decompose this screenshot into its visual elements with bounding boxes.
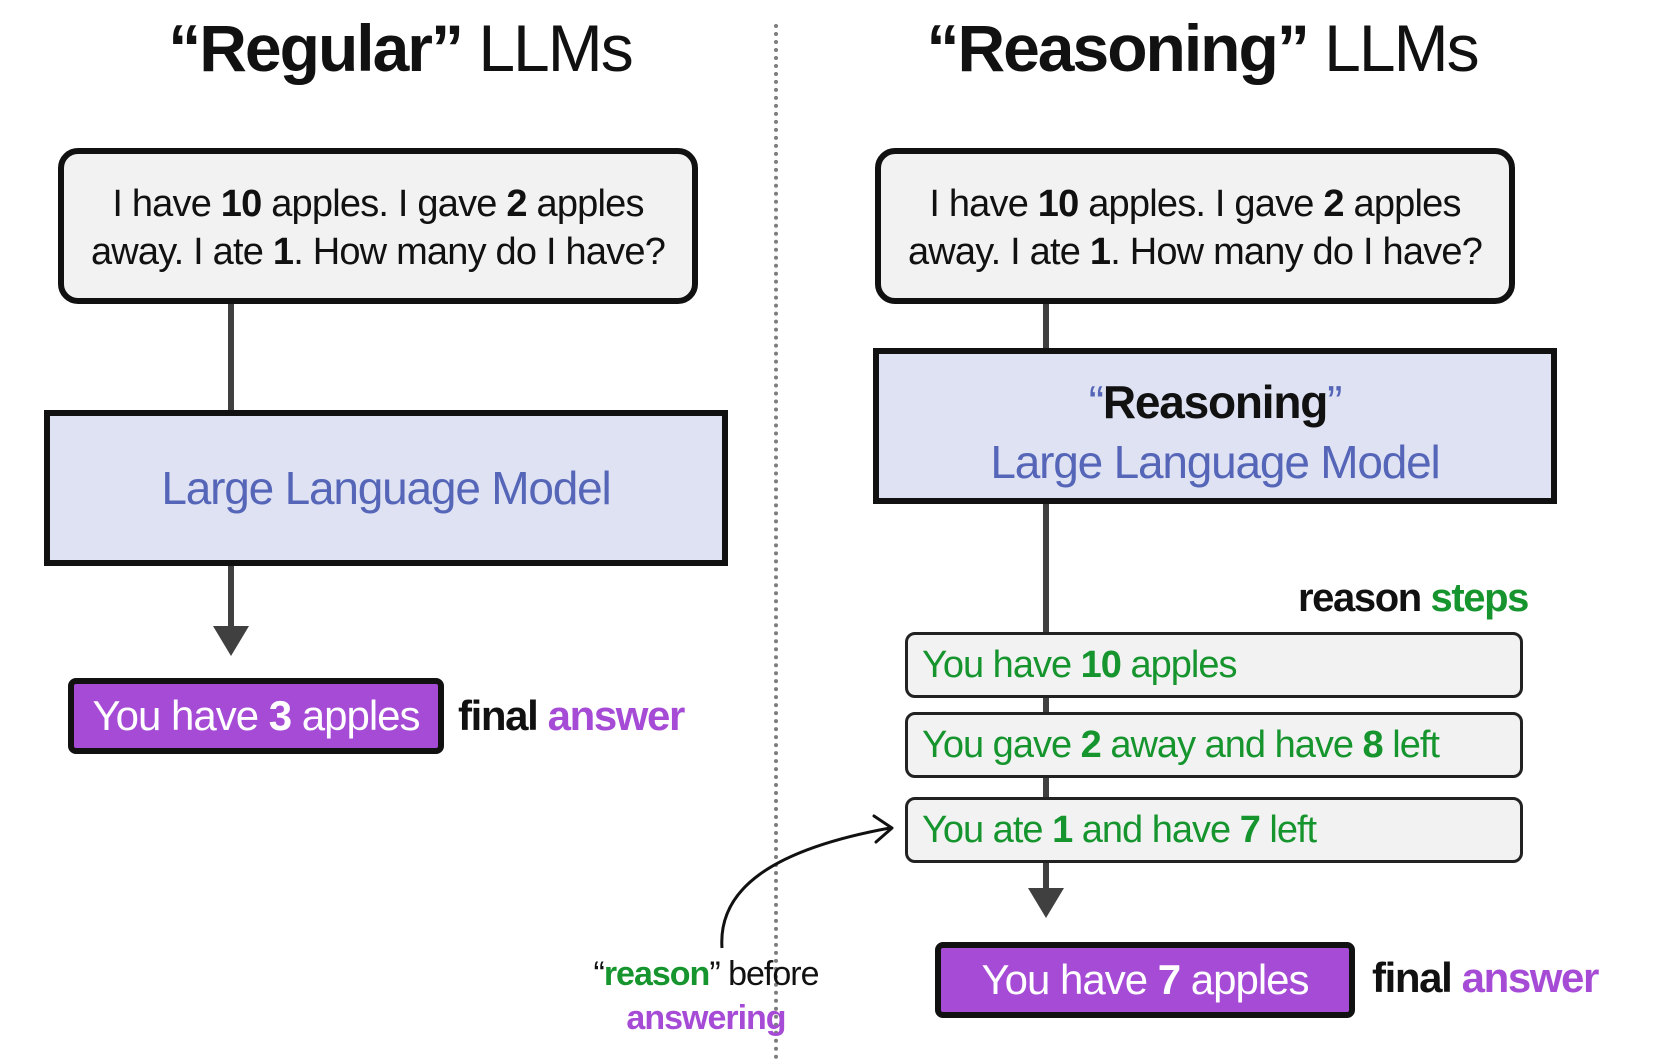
- text: I have: [112, 183, 221, 225]
- reason-steps-label: reason steps: [1298, 570, 1530, 626]
- right-title: “Reasoning” LLMs: [926, 11, 1479, 85]
- number: 2: [506, 183, 527, 225]
- right-model-tag: “Reasoning”: [1088, 376, 1343, 428]
- text: You have: [981, 956, 1158, 1003]
- text: and have: [1072, 809, 1240, 851]
- text: final: [458, 692, 548, 739]
- number: 1: [272, 231, 294, 273]
- text: answer: [1461, 954, 1600, 1001]
- number: 2: [1080, 724, 1102, 766]
- right-arrowhead-icon: [1028, 888, 1064, 918]
- left-prompt-box: I have 10 apples. I gave 2 apples away. …: [58, 148, 698, 304]
- text: You ate: [922, 809, 1053, 851]
- text: left: [1382, 724, 1440, 766]
- text: apples: [1180, 956, 1310, 1003]
- text: . How many do I have?: [1110, 231, 1483, 273]
- annotation-line1: “reason” before: [576, 952, 836, 996]
- text: away. I ate: [90, 231, 273, 273]
- reason-step-1: You have 10 apples: [905, 632, 1523, 698]
- left-title: “Regular” LLMs: [168, 11, 633, 85]
- right-prompt-line2: away. I ate 1. How many do I have?: [881, 228, 1509, 276]
- left-answer-box: You have 3 apples: [68, 678, 444, 754]
- text: ” before: [709, 955, 819, 993]
- text: left: [1259, 809, 1317, 851]
- right-model-box: “Reasoning” Large Language Model: [873, 348, 1557, 504]
- text: away. I ate: [907, 231, 1090, 273]
- text: apples: [526, 183, 645, 225]
- number: 8: [1362, 724, 1384, 766]
- left-model-box: Large Language Model: [44, 410, 728, 566]
- number: 7: [1157, 956, 1181, 1003]
- text: . How many do I have?: [293, 231, 666, 273]
- left-final-answer-label: final answer: [458, 688, 686, 744]
- number: 2: [1323, 183, 1344, 225]
- left-title-rest: LLMs: [478, 11, 633, 85]
- text: answer: [547, 692, 686, 739]
- text: apples: [1120, 644, 1237, 686]
- text: away and have: [1100, 724, 1363, 766]
- text: “: [593, 955, 604, 993]
- text: final: [1372, 954, 1462, 1001]
- right-final-answer-label: final answer: [1372, 950, 1600, 1006]
- text: I have: [929, 183, 1038, 225]
- left-model-name: Large Language Model: [161, 462, 611, 514]
- number: 7: [1239, 809, 1261, 851]
- right-connector-top: [1043, 304, 1049, 350]
- text: apples: [291, 692, 421, 739]
- left-prompt-line2: away. I ate 1. How many do I have?: [64, 228, 692, 276]
- text: apples. I gave: [1078, 183, 1324, 225]
- curved-arrow-icon: [720, 814, 894, 949]
- number: 10: [1037, 183, 1079, 225]
- text: You have: [922, 644, 1081, 686]
- column-divider: [774, 24, 778, 1060]
- number: 10: [1080, 644, 1122, 686]
- text: reason: [1298, 576, 1431, 620]
- right-prompt-line1: I have 10 apples. I gave 2 apples: [881, 180, 1509, 228]
- reason-before-answering-note: “reason” before answering: [576, 952, 836, 1040]
- right-answer-box: You have 7 apples: [935, 942, 1355, 1018]
- text: apples: [1343, 183, 1462, 225]
- number: 3: [268, 692, 292, 739]
- text: You gave: [922, 724, 1081, 766]
- left-title-quoted: Regular: [199, 11, 433, 85]
- text: reason: [603, 955, 710, 993]
- text: steps: [1430, 576, 1530, 620]
- text: Reasoning: [1102, 376, 1329, 428]
- left-prompt-line1: I have 10 apples. I gave 2 apples: [64, 180, 692, 228]
- left-connector-top: [228, 304, 234, 412]
- annotation-line2: answering: [626, 999, 786, 1037]
- right-title-quoted: Reasoning: [957, 11, 1278, 85]
- number: 1: [1052, 809, 1073, 851]
- text: apples. I gave: [261, 183, 507, 225]
- text: You have: [92, 692, 269, 739]
- number: 1: [1089, 231, 1111, 273]
- reason-step-3: You ate 1 and have 7 left: [905, 797, 1523, 863]
- left-arrowhead-icon: [213, 626, 249, 656]
- right-title-rest: LLMs: [1324, 11, 1479, 85]
- right-prompt-box: I have 10 apples. I gave 2 apples away. …: [875, 148, 1515, 304]
- number: 10: [220, 183, 262, 225]
- reason-step-2: You gave 2 away and have 8 left: [905, 712, 1523, 778]
- left-connector-bottom: [228, 566, 234, 628]
- right-model-name: Large Language Model: [990, 436, 1440, 488]
